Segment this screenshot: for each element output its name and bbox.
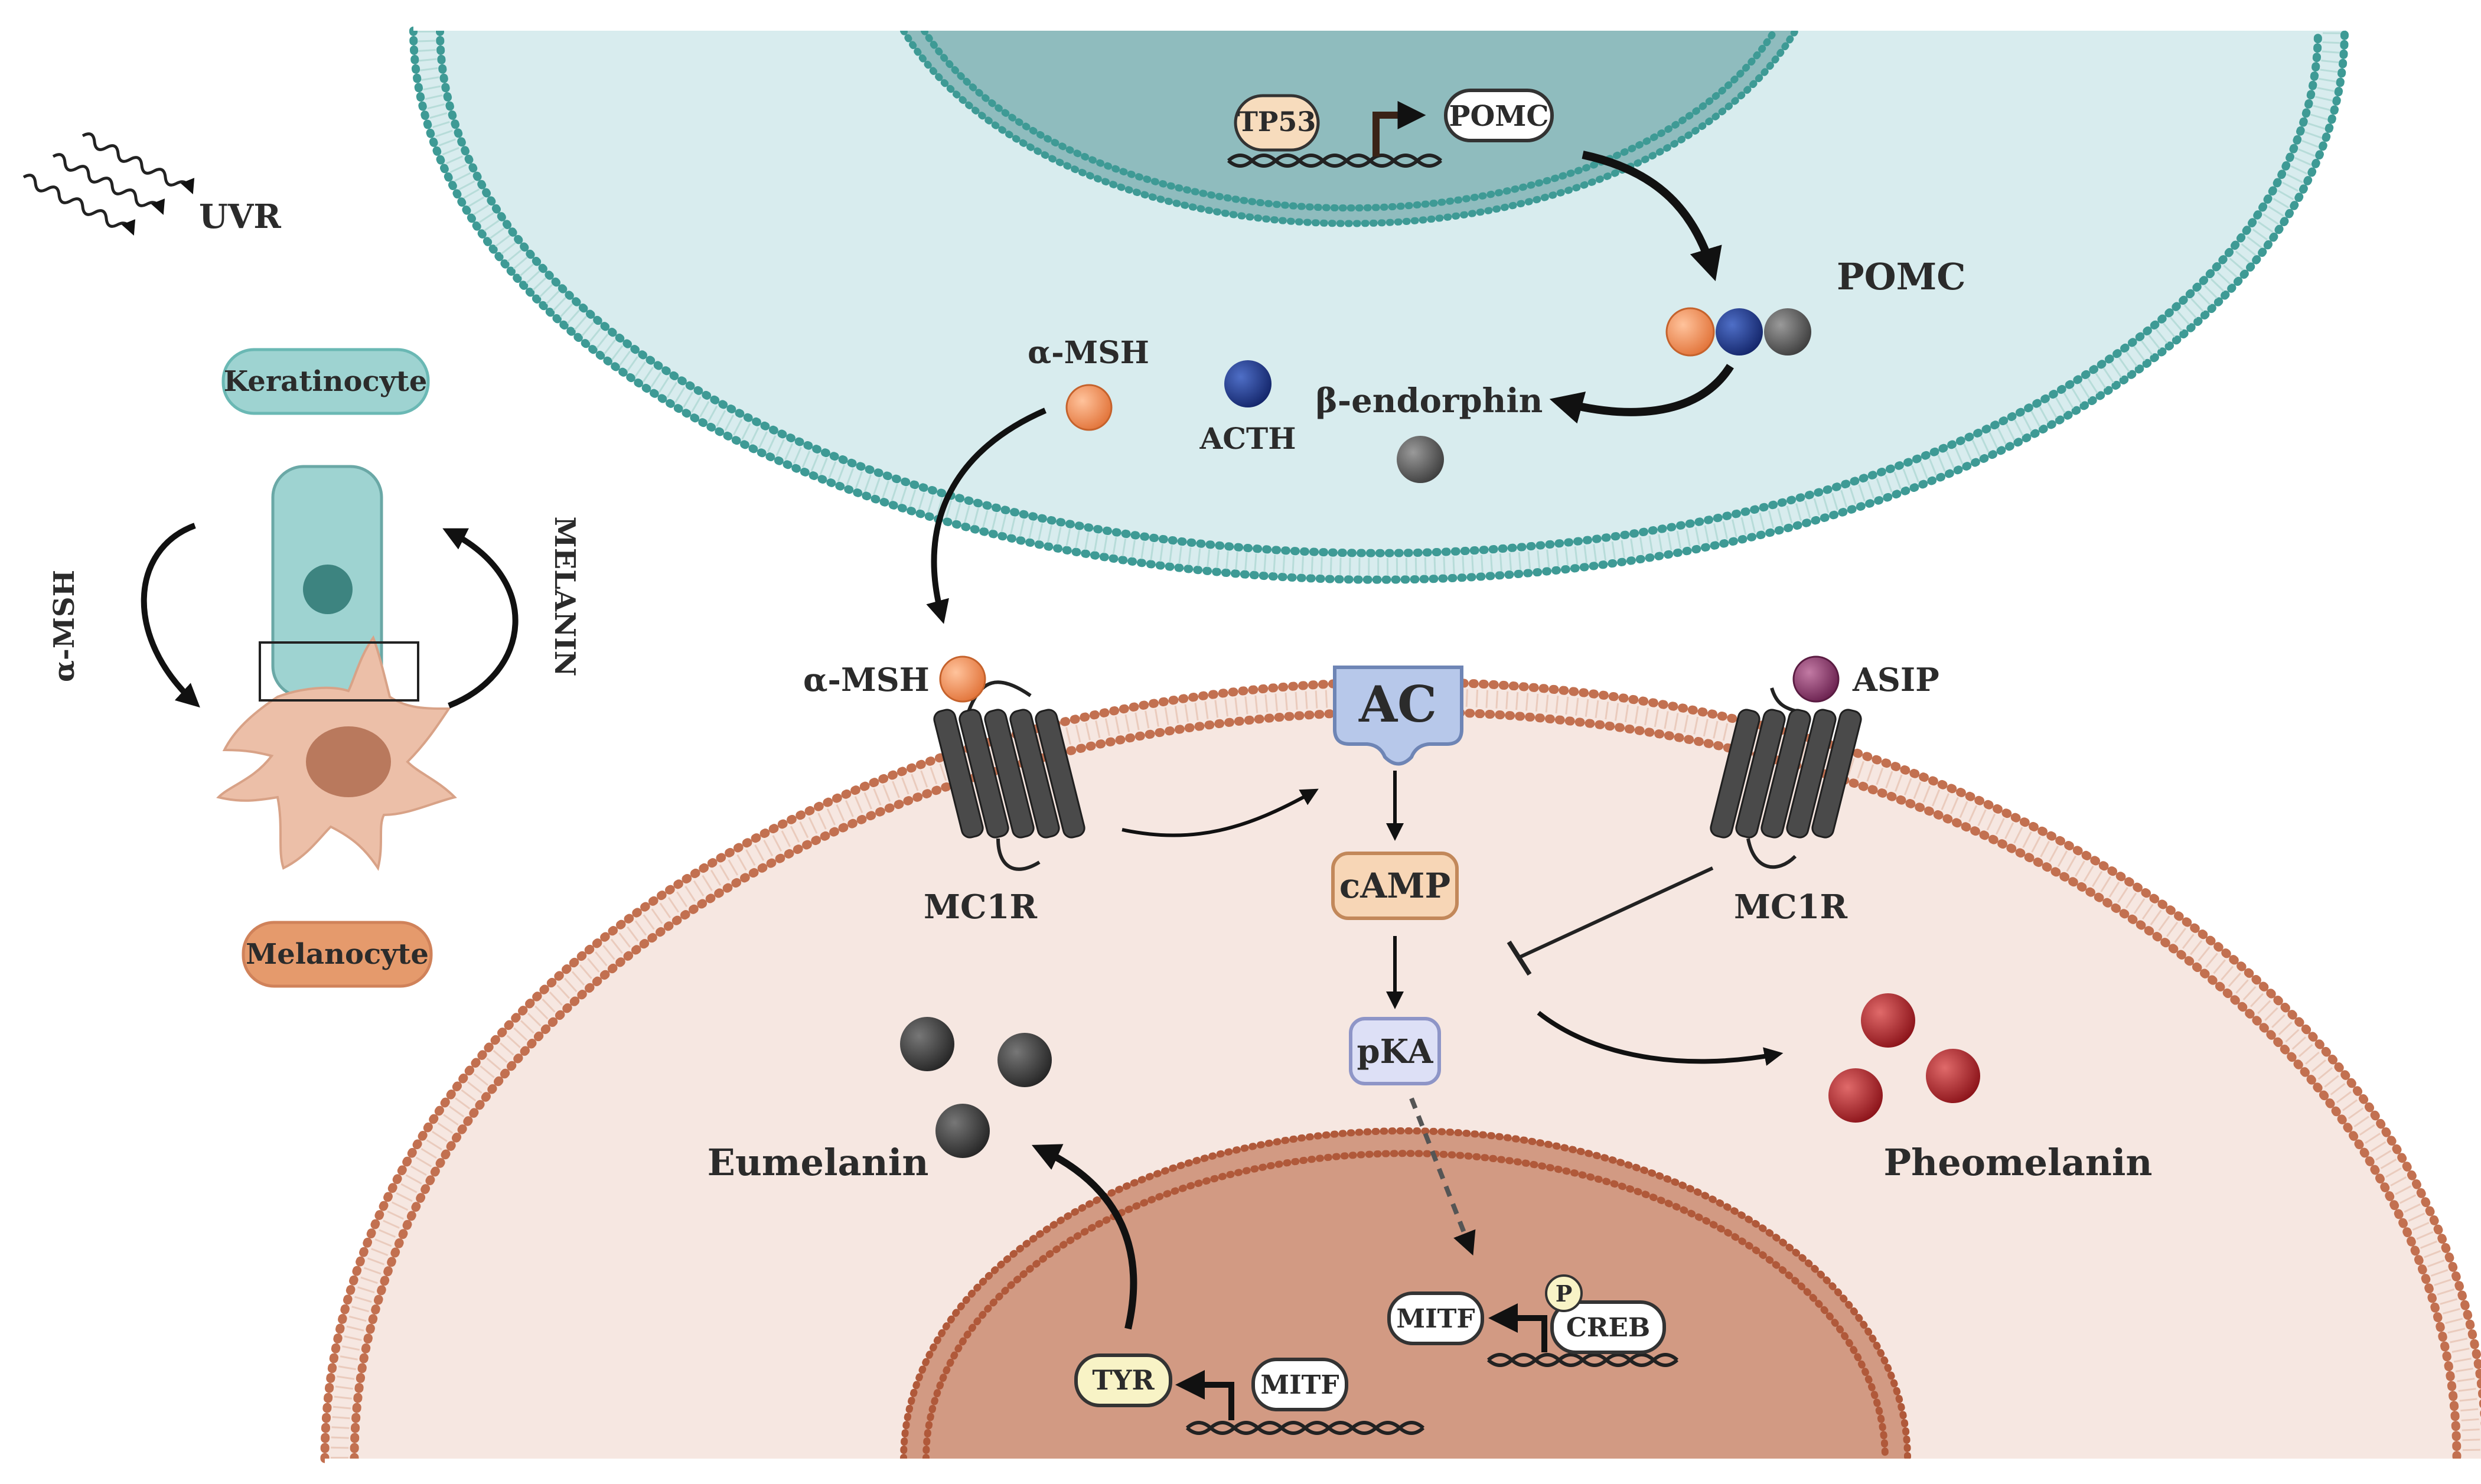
tyr-to-eumelanin-arrow — [1031, 1144, 1137, 1330]
pomc-gene-label: POMC — [1449, 100, 1548, 133]
mitf-lower-label: MITF — [1260, 1370, 1339, 1400]
alpha-msh-inset-label: α-MSH — [48, 570, 81, 682]
pomc-protein-label: POMC — [1837, 255, 1966, 298]
pomc-gene-box: POMC — [1444, 89, 1554, 142]
alpha-msh-inset-arrow — [141, 523, 200, 708]
mc1r-to-ac-arrow — [1121, 788, 1319, 837]
tyr-gene-dna — [1175, 1370, 1425, 1435]
pomc-export-arrow — [1582, 151, 1722, 282]
keratinocyte-badge: Keratinocyte — [221, 348, 430, 415]
creb-box: CREB — [1550, 1300, 1666, 1354]
camp-label: cAMP — [1339, 866, 1450, 906]
adenylate-cyclase: AC — [1333, 666, 1463, 766]
alpha-msh-secretion-arrow — [926, 407, 1046, 624]
tyr-box: TYR — [1074, 1353, 1172, 1407]
mc1r-right-label: MC1R — [1734, 888, 1848, 927]
alpha-msh-label-mel: α-MSH — [803, 661, 930, 699]
mc1r-receptor-right: ASIP MC1R — [1710, 655, 1939, 927]
melanocyte-badge: Melanocyte — [242, 921, 433, 988]
tp53-label: TP53 — [1238, 106, 1316, 138]
beta-endorphin-label: β-endorphin — [1316, 381, 1543, 420]
uvr-label: UVR — [199, 197, 281, 236]
acth-label: ACTH — [1199, 421, 1296, 456]
asip-inhibition-line — [1520, 866, 1714, 958]
to-pheomelanin-arrow — [1537, 1010, 1784, 1066]
inhibition-bar — [1507, 940, 1532, 976]
alpha-msh-label-kera: α-MSH — [1028, 335, 1149, 371]
asip-label: ASIP — [1852, 661, 1939, 699]
mitf-lower-box: MITF — [1251, 1358, 1348, 1411]
eumelanin-label: Eumelanin — [708, 1141, 929, 1184]
eumelanin-granules: Eumelanin — [708, 1017, 1052, 1184]
acth-peptide: ACTH — [1199, 360, 1296, 456]
creb-label: CREB — [1566, 1313, 1650, 1343]
tyr-label: TYR — [1092, 1364, 1155, 1396]
melanin-inset-label: MELANIN — [548, 517, 581, 677]
pheomelanin-label: Pheomelanin — [1884, 1141, 2153, 1184]
tp53-protein: TP53 — [1234, 94, 1320, 152]
keratinocyte-cell — [409, 0, 2349, 584]
camp-node: cAMP — [1331, 852, 1459, 920]
inset-cells — [216, 465, 457, 871]
mitf-gene-dna — [1486, 1303, 1679, 1367]
alpha-msh-peptide: α-MSH — [1028, 335, 1149, 431]
phosphate-label: P — [1556, 1280, 1573, 1307]
melanin-inset-arrow — [442, 528, 519, 709]
pheomelanin-granules: Pheomelanin — [1828, 993, 2152, 1184]
pomc-protein: POMC — [1665, 255, 1966, 357]
mitf-right-label: MITF — [1396, 1304, 1475, 1334]
ac-label: AC — [1358, 675, 1437, 733]
mc1r-receptor-left: MC1R — [924, 655, 1085, 927]
pka-label: pKA — [1357, 1032, 1434, 1071]
mitf-right-box: MITF — [1387, 1291, 1484, 1345]
pomc-gene-dna — [1227, 101, 1443, 168]
beta-endorphin-peptide: β-endorphin — [1316, 381, 1543, 483]
melanocyte-label: Melanocyte — [246, 938, 429, 971]
pka-node: pKA — [1349, 1017, 1441, 1085]
phosphate-badge: P — [1545, 1274, 1583, 1312]
pomc-cleavage-arrow — [1549, 364, 1734, 424]
pka-to-creb-arrow — [1409, 1097, 1476, 1256]
uvr-rays — [22, 132, 195, 236]
keratinocyte-label: Keratinocyte — [224, 365, 428, 398]
mc1r-left-label: MC1R — [924, 888, 1038, 927]
keratinocyte-nucleus — [900, 27, 1799, 227]
